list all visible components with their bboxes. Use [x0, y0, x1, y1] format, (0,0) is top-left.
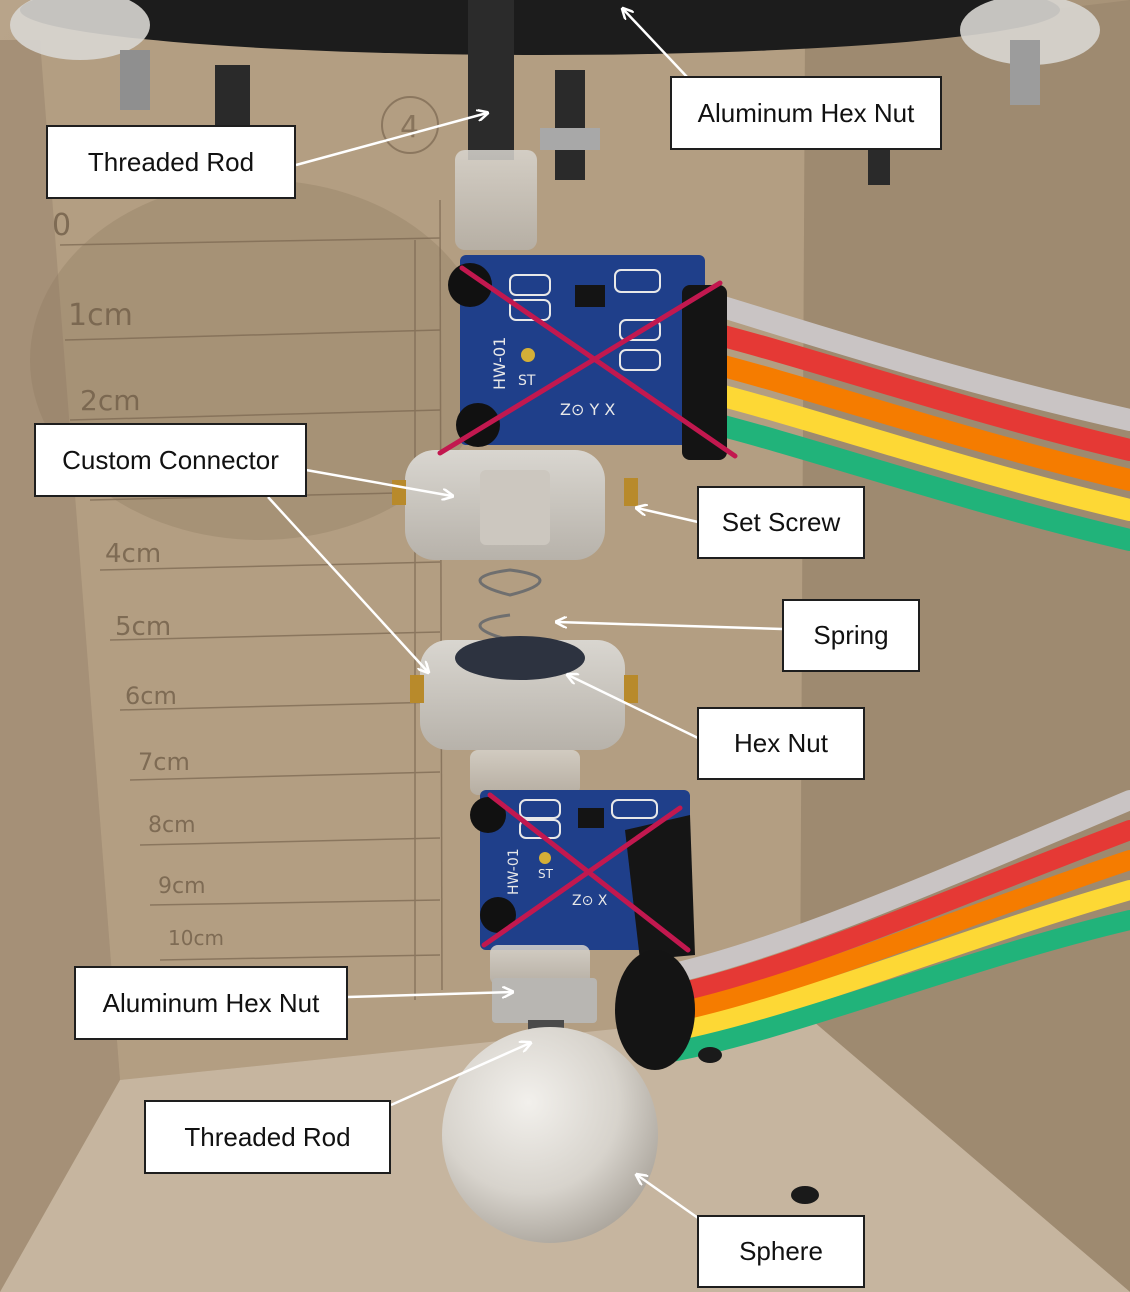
- acrylic-sleeve-top: [455, 150, 537, 250]
- ruler-marks: 0 1cm 2cm 4cm 5cm 6cm 7cm 8cm 9cm 10cm: [52, 208, 224, 950]
- label-set-screw: Set Screw: [697, 486, 865, 559]
- label-sphere: Sphere: [697, 1215, 865, 1288]
- sensor-top-axes: Z⊙ Y X: [560, 400, 615, 419]
- cable-clip: [615, 950, 695, 1070]
- label-spring: Spring: [782, 599, 920, 672]
- floor-hole-1: [791, 1186, 819, 1204]
- sensor-bottom-model: HW-01: [506, 848, 522, 895]
- label-custom-connector: Custom Connector: [34, 423, 307, 497]
- ruler-mark-6cm: 6cm: [125, 682, 177, 710]
- set-screw-left-top: [392, 480, 406, 505]
- cross-mark-top: [437, 265, 738, 459]
- acrylic-sleeve-bottom: [490, 945, 590, 985]
- ruler-mark-4cm: 4cm: [105, 539, 161, 569]
- ruler-mark-10cm: 10cm: [168, 926, 224, 950]
- ruler-mark-1cm: 1cm: [68, 298, 133, 333]
- set-screw-left-bottom: [410, 675, 424, 703]
- bolt-right: [1010, 40, 1040, 105]
- top-plate-clamp-left: [10, 0, 150, 60]
- ruler-mark-0: 0: [52, 208, 71, 243]
- ruler-mark-5cm: 5cm: [115, 612, 171, 642]
- cross-mark-bottom: [481, 792, 691, 953]
- bolt-left: [120, 50, 150, 110]
- small-nut: [540, 128, 600, 150]
- screw-right: [868, 150, 890, 185]
- threaded-rod-top: [468, 0, 514, 160]
- connector-plug-top: [682, 285, 727, 460]
- top-plate-clamp-right: [960, 0, 1100, 65]
- ruler-circle-number: 4: [400, 110, 419, 145]
- ribbon-cable-top: [689, 289, 1130, 551]
- sensor-bottom-axes: Z⊙ X: [572, 893, 608, 909]
- top-plate: [20, 0, 1060, 55]
- ruler-mark-9cm: 9cm: [158, 874, 206, 899]
- ruler-mark-8cm: 8cm: [148, 813, 196, 838]
- label-hex-nut: Hex Nut: [697, 707, 865, 780]
- label-aluminum-hex-nut-top: Aluminum Hex Nut: [670, 76, 942, 150]
- aluminum-hex-nut-bottom: [492, 978, 597, 1023]
- set-screw-right-top: [624, 478, 638, 506]
- acrylic-sleeve-middle: [470, 750, 580, 795]
- ruler-mark-7cm: 7cm: [138, 748, 190, 776]
- sensor-top-model: HW-01: [490, 337, 509, 390]
- sensor-bottom-st: ST: [538, 867, 554, 881]
- screw-left: [215, 65, 250, 135]
- connector-plug-bottom: [625, 815, 695, 960]
- ruler-lines: [59, 199, 443, 1000]
- spring: [478, 568, 542, 642]
- custom-connector-hex: [480, 470, 550, 545]
- label-aluminum-hex-nut-bottom: Aluminum Hex Nut: [74, 966, 348, 1040]
- label-threaded-rod-bottom: Threaded Rod: [144, 1100, 391, 1174]
- set-screw-right-bottom: [624, 675, 638, 703]
- sphere: [442, 1027, 658, 1243]
- ribbon-cable-bottom: [630, 790, 1130, 1064]
- floor-hole-2: [698, 1047, 722, 1063]
- sensor-top-st: ST: [518, 373, 536, 389]
- label-threaded-rod-top: Threaded Rod: [46, 125, 296, 199]
- ruler-mark-2cm: 2cm: [80, 384, 140, 417]
- hex-nut: [455, 636, 585, 680]
- screw-center: [555, 70, 585, 180]
